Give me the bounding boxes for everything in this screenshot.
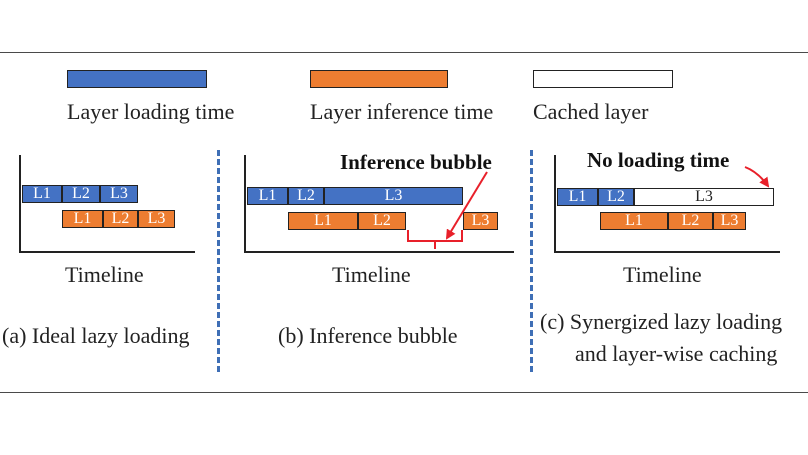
legend-loading-label: Layer loading time <box>67 99 235 124</box>
panel-b-annotation-inference-bubble: Inference bubble <box>340 150 492 174</box>
panel-c-infer-block-l3: L3 <box>713 212 746 230</box>
panel-a-infer-block-l1: L1 <box>62 210 103 228</box>
legend-inference-swatch <box>310 70 448 88</box>
panel-c-x-axis <box>554 251 780 253</box>
panel-a-y-axis <box>19 155 21 253</box>
panel-c-cached-block-l3: L3 <box>634 188 774 206</box>
legend-inference-label: Layer inference time <box>310 99 494 124</box>
panel-b-timeline-label: Timeline <box>332 262 411 287</box>
panel-b-caption: (b) Inference bubble <box>278 323 458 348</box>
panel-b-infer-block-l3: L3 <box>463 212 498 230</box>
panel-b-bubble-bracket <box>407 230 463 249</box>
panel-c-caption-line2: and layer-wise caching <box>575 341 778 366</box>
panel-c-no-loading-arrow <box>744 166 770 188</box>
panel-b-load-block-l1: L1 <box>247 187 288 205</box>
panel-a-timeline-label: Timeline <box>65 262 144 287</box>
panel-c-load-block-l2: L2 <box>598 188 634 206</box>
bottom-rule <box>0 392 808 393</box>
panel-c-load-block-l1: L1 <box>557 188 598 206</box>
panel-c-timeline-label: Timeline <box>623 262 702 287</box>
panel-c-infer-block-l1: L1 <box>600 212 668 230</box>
panel-b-x-axis <box>244 251 514 253</box>
divider-left <box>217 150 220 372</box>
panel-b-bubble-arrow <box>445 171 488 240</box>
panel-a-caption: (a) Ideal lazy loading <box>2 323 190 348</box>
panel-a-x-axis <box>19 251 195 253</box>
panel-a-load-block-l2: L2 <box>62 185 100 203</box>
panel-a-infer-block-l2: L2 <box>103 210 138 228</box>
legend-loading-swatch <box>67 70 207 88</box>
panel-b-load-block-l2: L2 <box>288 187 324 205</box>
panel-a-infer-block-l3: L3 <box>138 210 175 228</box>
panel-c-caption-line1: (c) Synergized lazy loading <box>540 309 783 334</box>
top-rule <box>0 52 808 53</box>
panel-c-y-axis <box>554 155 556 253</box>
panel-b-infer-block-l2: L2 <box>358 212 406 230</box>
panel-b-load-block-l3: L3 <box>324 187 463 205</box>
panel-a-load-block-l3: L3 <box>100 185 138 203</box>
divider-right <box>530 150 533 372</box>
panel-c-infer-block-l2: L2 <box>668 212 713 230</box>
panel-a-load-block-l1: L1 <box>22 185 62 203</box>
panel-b-infer-block-l1: L1 <box>288 212 358 230</box>
legend-cached-label: Cached layer <box>533 99 649 124</box>
legend-cached-swatch <box>533 70 673 88</box>
panel-b-y-axis <box>244 155 246 253</box>
panel-c-annotation-no-loading-time: No loading time <box>587 148 730 172</box>
